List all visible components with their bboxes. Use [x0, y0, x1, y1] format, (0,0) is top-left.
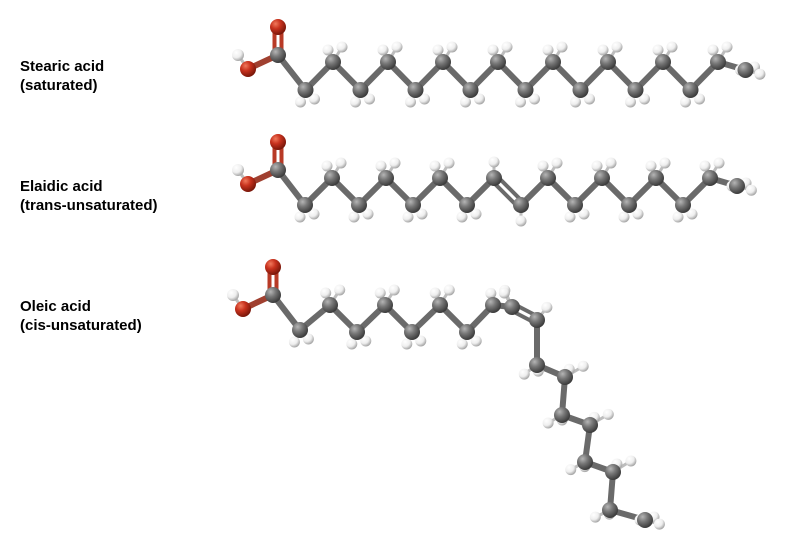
molecule-type: (cis-unsaturated) [20, 317, 142, 334]
molecule-type: (saturated) [20, 77, 98, 94]
elaidic-acid-model [232, 134, 757, 227]
label-oleic: Oleic acid (cis-unsaturated) [20, 297, 142, 335]
molecule-name: Elaidic acid [20, 178, 103, 195]
molecule-type: (trans-unsaturated) [20, 197, 158, 214]
label-elaidic: Elaidic acid (trans-unsaturated) [20, 177, 158, 215]
stearic-acid-model [232, 19, 766, 108]
molecule-name: Stearic acid [20, 58, 105, 75]
label-stearic: Stearic acid (saturated) [20, 57, 104, 95]
oleic-acid-model [227, 259, 665, 530]
molecule-name: Oleic acid [20, 298, 91, 315]
